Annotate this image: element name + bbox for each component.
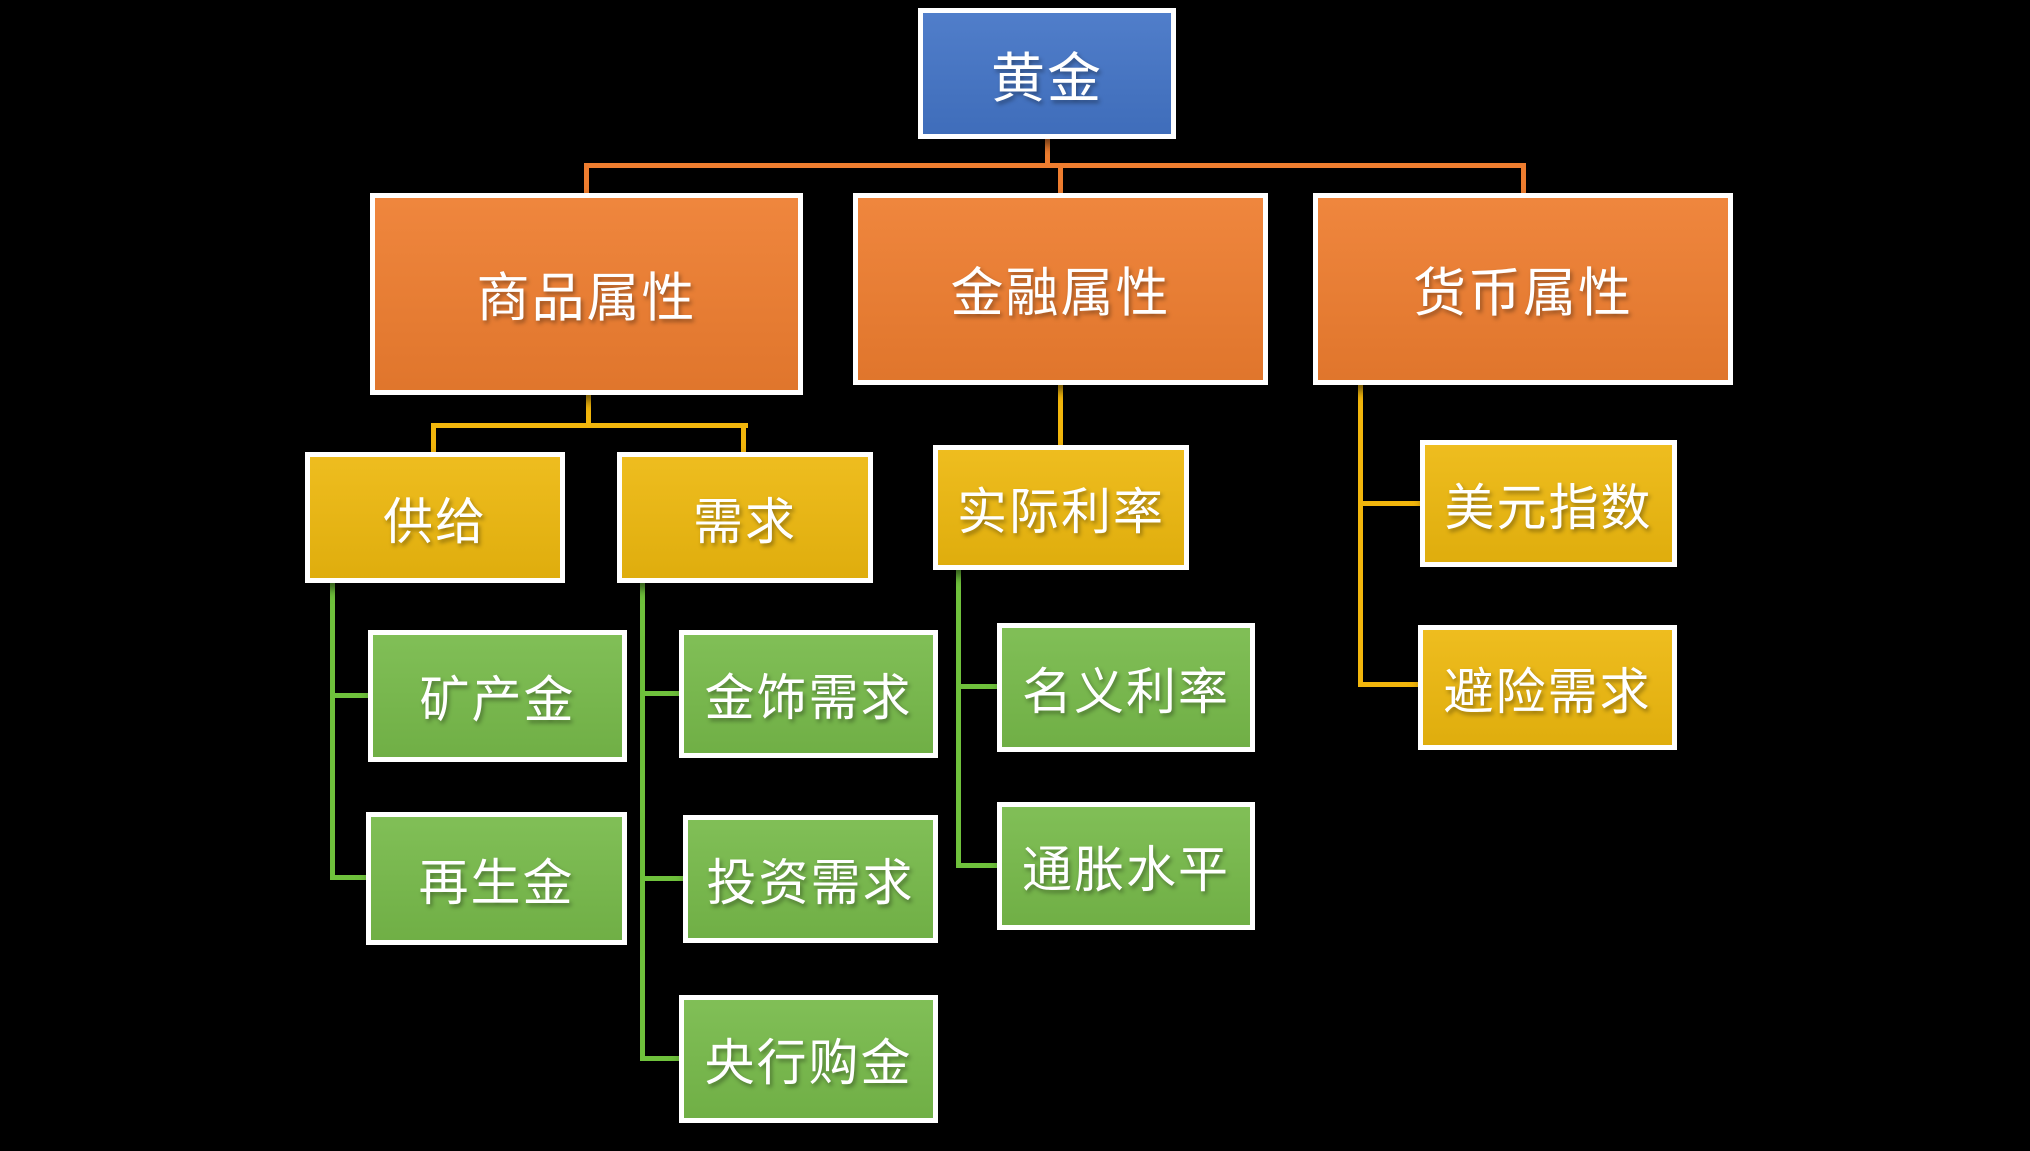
connector-root-vertical — [1045, 139, 1050, 168]
node-investment-demand: 投资需求 — [683, 815, 938, 943]
connector-supply-down — [330, 583, 335, 880]
node-supply: 供给 — [305, 452, 565, 583]
connector-level1-horizontal — [584, 163, 1526, 168]
node-commodity-attribute: 商品属性 — [370, 193, 803, 395]
connector-jewelry-demand-stub — [640, 691, 681, 696]
node-nominal-interest-rate: 名义利率 — [997, 623, 1255, 752]
connector-demand-down — [640, 583, 645, 1061]
connector-monetary-down — [1358, 383, 1363, 687]
node-financial-attribute: 金融属性 — [853, 193, 1268, 385]
node-dollar-index: 美元指数 — [1420, 440, 1677, 567]
connector-supply-drop — [431, 423, 436, 454]
node-safe-haven-demand: 避险需求 — [1418, 625, 1677, 750]
node-jewelry-demand: 金饰需求 — [679, 630, 938, 758]
connector-investment-demand-stub — [640, 876, 685, 881]
node-gold: 黄金 — [918, 8, 1176, 139]
connector-recycled-gold-stub — [330, 875, 368, 880]
connector-level2-horizontal — [431, 423, 748, 428]
connector-mined-gold-stub — [330, 693, 370, 698]
node-real-interest-rate: 实际利率 — [933, 445, 1189, 570]
node-mined-gold: 矿产金 — [368, 630, 627, 762]
connector-monetary-drop — [1521, 163, 1526, 193]
connector-nominal-rate-stub — [956, 684, 999, 689]
node-inflation-level: 通胀水平 — [997, 802, 1255, 930]
node-monetary-attribute: 货币属性 — [1313, 193, 1733, 385]
connector-commodity-down — [586, 395, 591, 425]
node-central-bank-purchases: 央行购金 — [679, 995, 938, 1123]
node-recycled-gold: 再生金 — [366, 812, 627, 945]
connector-financial-down — [1058, 385, 1063, 447]
connector-inflation-stub — [956, 863, 999, 868]
connector-commodity-drop — [584, 163, 589, 193]
node-demand: 需求 — [617, 452, 873, 583]
connector-safe-haven-stub — [1358, 682, 1420, 687]
connector-central-bank-stub — [640, 1056, 681, 1061]
connector-financial-drop — [1058, 163, 1063, 193]
connector-real-rate-down — [956, 570, 961, 868]
connector-demand-drop — [741, 423, 746, 454]
connector-dollar-index-stub — [1358, 501, 1422, 506]
